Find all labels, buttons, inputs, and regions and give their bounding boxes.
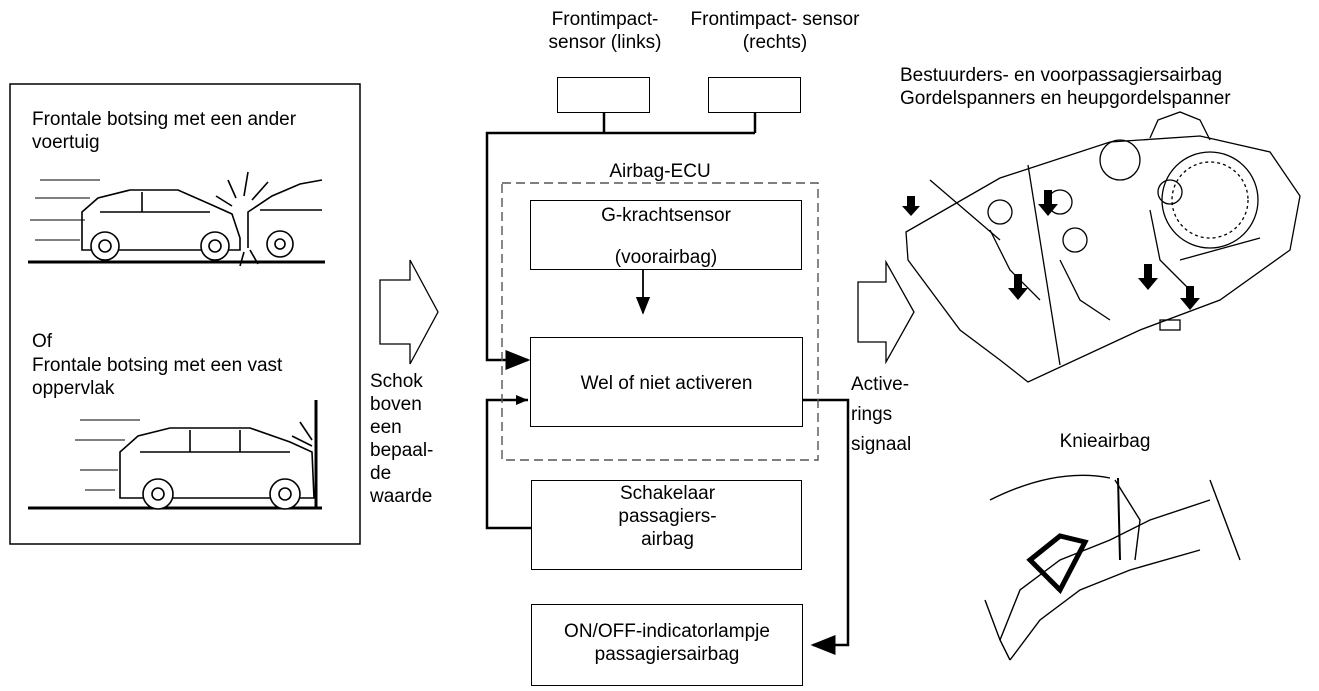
car-wall-illustration — [28, 400, 322, 510]
left-sensor-label: Frontimpact- sensor (links) — [548, 9, 662, 53]
left-sensor-box — [557, 77, 650, 113]
scenario-vehicle-label: Frontale botsing met een ander voertuig — [32, 109, 297, 153]
sensor-wiring — [485, 112, 850, 655]
knee-airbag-illustration — [984, 474, 1241, 661]
gsensor-box — [530, 200, 802, 270]
indicator-label: ON/OFF-indicatorlampje passagiersairbag — [564, 621, 770, 665]
switch-arrowhead — [516, 395, 528, 405]
right-sensor-box — [708, 77, 801, 113]
or-label: Of — [32, 331, 53, 352]
seatbelt-arrows — [902, 190, 1200, 310]
ecu-frame — [501, 182, 819, 461]
scenario-wall-label: Frontale botsing met een vast oppervlak — [32, 355, 283, 399]
decision-box — [530, 337, 803, 427]
decision-label: Wel of niet activeren — [580, 373, 753, 394]
passenger-switch-box — [531, 480, 802, 570]
impact-threshold-label: Schok boven een bepaal- de waarde — [370, 371, 434, 507]
passenger-switch-label: Schakelaar passagiers- airbag — [618, 483, 717, 550]
gsensor-label: G-krachtsensor — [601, 205, 731, 226]
activation-arrow — [857, 259, 915, 365]
gsensor-sublabel: (voorairbag) — [614, 247, 718, 268]
right-sensor-label: Frontimpact- sensor (rechts) — [690, 9, 860, 53]
impact-arrow — [379, 259, 439, 365]
left-panel-frame — [9, 83, 361, 545]
car-collision-illustration — [28, 171, 325, 267]
activation-signal-label: Active- rings signaal — [851, 374, 912, 455]
ecu-title: Airbag-ECU — [609, 161, 711, 182]
knee-airbag-label: Knieairbag — [1059, 431, 1151, 452]
airbags-label: Bestuurders- en voorpassagiersairbag Gor… — [900, 65, 1231, 109]
car-interior-illustration — [905, 111, 1301, 383]
indicator-box — [531, 604, 803, 686]
